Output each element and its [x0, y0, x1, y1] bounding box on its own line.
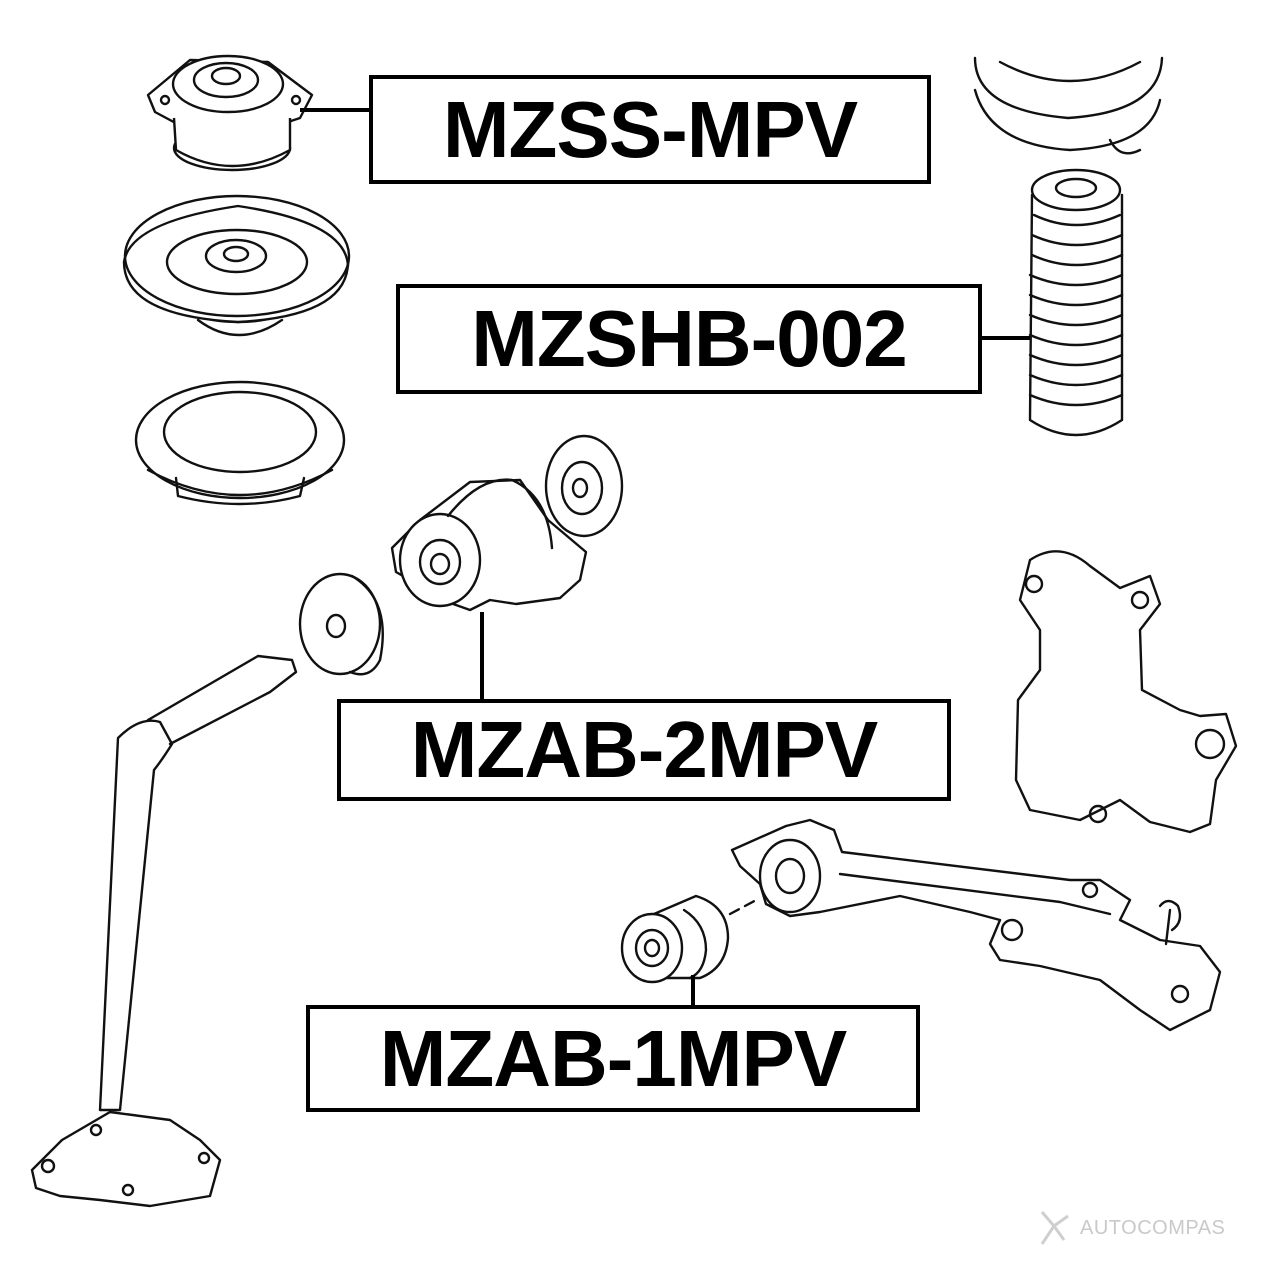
part-label-mzshb-002: MZSHB-002: [396, 284, 982, 394]
part-label-mzab-2mpv: MZAB-2MPV: [337, 699, 951, 801]
spring-seat-drawing: [122, 194, 351, 337]
front-bushing-drawing: [620, 894, 762, 984]
part-label-mzab-1mpv: MZAB-1MPV: [306, 1005, 920, 1112]
watermark-text: AUTOCOMPAS: [1080, 1216, 1226, 1239]
bearing-ring-drawing: [134, 380, 346, 506]
steering-knuckle-drawing: [1014, 550, 1238, 834]
rear-bushing-drawing: [298, 434, 624, 676]
strut-mount-drawing: [146, 54, 314, 172]
part-label-mzss-mpv: MZSS-MPV: [369, 75, 931, 184]
watermark: AUTOCOMPAS: [1034, 1198, 1225, 1258]
lower-control-arm-drawing: [730, 818, 1222, 1032]
tension-rod-drawing: [30, 654, 298, 1208]
dust-boot-drawing: [1028, 168, 1124, 437]
coil-spring-drawing: [973, 56, 1164, 155]
autocompas-logo-icon: [1040, 1211, 1069, 1245]
